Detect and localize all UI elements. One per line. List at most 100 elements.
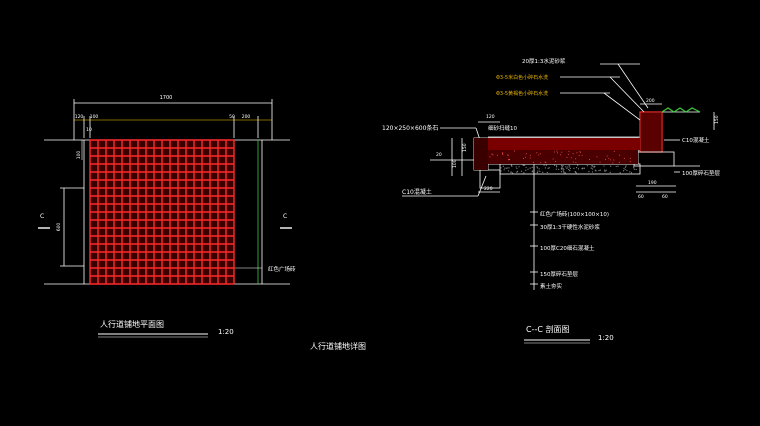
gravel-dot [617,165,619,167]
section-fill-curb-right [641,113,661,151]
gravel-dot [515,166,517,168]
section-sand-label: 细砂扫缝10 [488,124,517,132]
gravel-dot [591,171,594,173]
gravel-dot [592,168,594,170]
section-gravel-dots [489,150,637,174]
section-top-label: 20厚1:3水泥砂浆 [522,57,566,65]
gravel-dot [500,167,502,169]
gravel-dot [558,168,560,171]
gravel-dot [508,167,510,169]
section-gravel-right: 100厚碎石垫层 [682,169,720,177]
gravel-dot [624,168,626,171]
concrete-dot [502,154,504,156]
gravel-dot [500,170,502,172]
section-layer-4: 150厚碎石垫层 [540,270,578,278]
gravel-dot [626,169,628,172]
concrete-dot [619,154,621,156]
gravel-dot [603,165,605,167]
leader-yellow [603,92,641,121]
concrete-dot [579,151,581,153]
gravel-dot [536,167,539,169]
gravel-dot [524,164,526,167]
gravel-dot [586,165,588,167]
gravel-dot [575,172,577,174]
gravel-dot [561,165,563,167]
gravel-dot [569,170,571,172]
gravel-dot [525,166,527,169]
leader-c10-bottom [477,175,487,197]
gravel-dot [502,165,505,167]
gravel-dot [562,165,564,167]
gravel-dot [538,168,540,170]
concrete-dot [610,159,612,161]
concrete-dot [566,156,568,158]
gravel-dot [568,168,570,171]
plan-title: 人行道铺地平面图 [100,319,164,329]
concrete-dot [552,158,554,160]
concrete-dot [502,152,504,154]
plan-scale: 1:20 [218,328,234,336]
concrete-dot [555,160,557,162]
concrete-dot [575,162,577,164]
section-fill-curb-left [474,138,488,170]
gravel-dot [588,171,590,173]
gravel-dot [624,166,627,168]
layer-callout-ticks [530,211,538,285]
gravel-dot [532,171,535,173]
gravel-dot [598,169,600,172]
section-layer-5: 素土夯实 [540,282,563,290]
section-c10-bottom: C10混凝土 [402,188,432,196]
gravel-dot [569,166,571,168]
gravel-dot [629,171,631,173]
concrete-dot [578,155,580,157]
gravel-dot [555,165,558,167]
section-note-yellow-stone: Φ3-5黄褐色小碎石水洗 [496,90,548,97]
concrete-dot [567,153,569,155]
gravel-dot [503,169,505,171]
gravel-dot [561,166,563,168]
leader-white [609,76,645,113]
concrete-dot [507,154,509,156]
section-fills [474,107,701,170]
gravel-dot [573,167,575,169]
gravel-dot [531,170,534,172]
concrete-dot [575,158,577,160]
gravel-dot [516,167,518,170]
gravel-dot [623,167,625,169]
gravel-dot [504,167,506,169]
gravel-dot [562,167,564,170]
concrete-dot [576,152,578,154]
gravel-dot [529,167,531,169]
gravel-dot [562,170,564,172]
concrete-dot [524,156,526,158]
gravel-dot [520,170,523,172]
section-dim-60b-text: 60 [662,194,668,200]
plan-dim-side-top-text: 100 [76,151,82,160]
section-fill-concrete [488,150,638,164]
concrete-dot [525,153,527,155]
gravel-dot [548,167,550,169]
gravel-dot [599,169,601,171]
gravel-dot [633,168,635,170]
gravel-dot [625,165,627,167]
section-dim-150-text: 150 [462,143,468,152]
gravel-dot [630,172,633,174]
gravel-dot [605,169,607,171]
gravel-dot [575,167,578,169]
gravel-dot [610,165,612,167]
section-grass [661,107,701,113]
section-dim-200-text: 200 [646,98,655,104]
plan-dim-left-c: 10 [86,127,92,133]
gravel-dot [577,164,579,166]
concrete-dot [608,157,610,159]
plan-section-mark-right-text: C [283,213,287,220]
concrete-dot [496,154,498,156]
concrete-dot [618,161,620,163]
gravel-dot [594,165,596,167]
gravel-dot [563,172,565,174]
section-title: C--C 剖面图 [526,324,570,334]
concrete-dot [538,154,540,156]
gravel-dot [595,170,597,172]
gravel-dot [635,168,637,171]
